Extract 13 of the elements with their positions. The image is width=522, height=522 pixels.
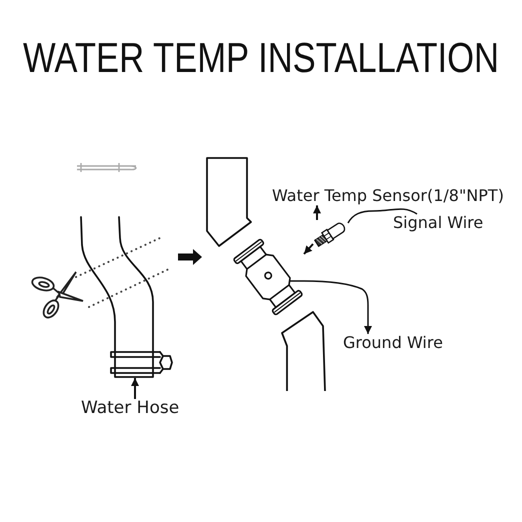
leader-arrow [313,205,321,220]
block-arrow [178,249,202,265]
title: WATER TEMP INSTALLATION [23,37,499,79]
part-label: Water Temp Sensor(1/8"NPT) [272,187,504,206]
part-label: Water Hose [81,399,180,419]
leader-arrow [131,378,139,399]
ground-wire [304,280,372,334]
part-label: Signal Wire [393,214,484,232]
arrow [303,243,314,255]
part-label: Ground Wire [343,334,443,352]
sensor-illustration [313,220,348,248]
signal-wire [347,208,418,224]
adapter-illustration [232,238,304,316]
